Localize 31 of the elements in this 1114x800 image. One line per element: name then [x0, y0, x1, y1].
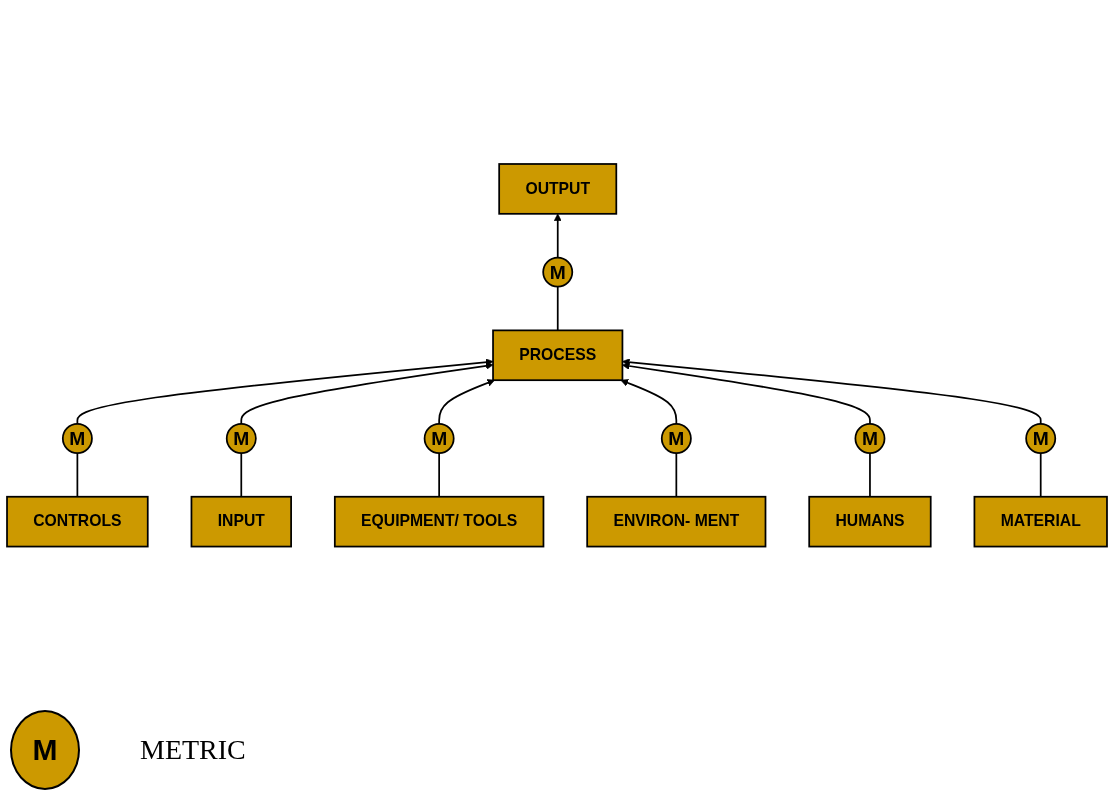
arrow — [620, 378, 678, 425]
node-box: ENVIRON- MENT — [586, 495, 767, 548]
connector — [675, 451, 678, 498]
node-circle: M — [423, 422, 455, 454]
connector — [869, 451, 871, 498]
connector — [1039, 451, 1042, 498]
connector — [556, 285, 559, 331]
node-circle: M — [61, 422, 93, 454]
arrow — [553, 213, 562, 259]
arrow — [438, 378, 495, 425]
connector — [240, 451, 243, 498]
node-circle: M — [1025, 422, 1057, 454]
arrow — [622, 361, 871, 425]
node-box: HUMANS — [808, 495, 932, 548]
node-circle: M — [542, 256, 574, 288]
arrow — [622, 358, 1042, 425]
metric-circle: M — [10, 710, 80, 790]
node-circle: M — [854, 422, 886, 454]
node-box: INPUT — [190, 495, 292, 548]
node-box: EQUIPMENT/ TOOLS — [333, 495, 545, 548]
arrow — [240, 361, 494, 425]
node-circle: M — [225, 422, 257, 454]
node-box: CONTROLS — [6, 495, 149, 548]
node-circle: M — [660, 422, 692, 454]
connector — [76, 451, 79, 498]
connector — [438, 451, 440, 498]
node-box: OUTPUT — [498, 162, 618, 215]
arrow — [76, 358, 494, 425]
node-box: PROCESS — [492, 329, 624, 381]
node-box: MATERIAL — [973, 495, 1108, 548]
legend-text: METRIC — [140, 734, 246, 766]
